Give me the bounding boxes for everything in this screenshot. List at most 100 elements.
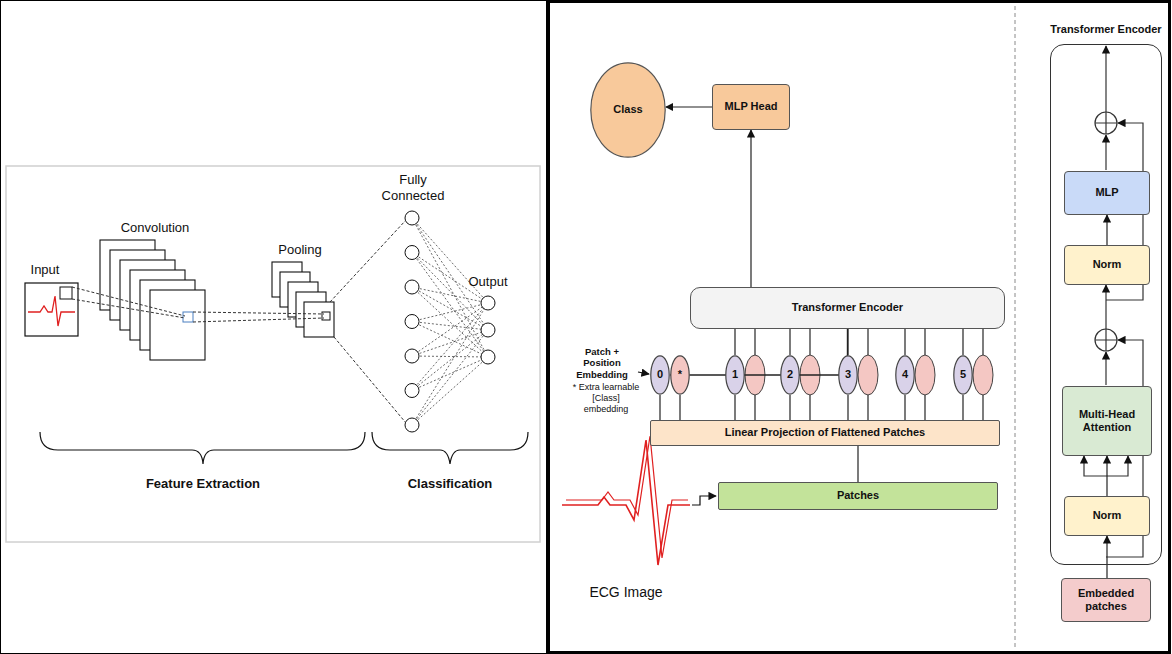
neuron <box>405 280 419 294</box>
patch-embedding: 5 <box>953 355 973 395</box>
position-embedding <box>973 355 993 395</box>
footnote: * Extra learnable [Class] embedding <box>570 382 642 414</box>
receptive-field <box>60 287 72 299</box>
node-text: 4 <box>902 368 908 381</box>
dashed-link <box>72 299 185 318</box>
input-arrow <box>692 496 716 505</box>
connector <box>962 395 963 420</box>
ellipse-fill <box>954 356 972 394</box>
layer-label: Input <box>15 262 75 278</box>
neuron <box>405 418 419 432</box>
dense-link <box>412 303 488 356</box>
dense-link <box>412 218 488 303</box>
dense-link <box>412 218 488 357</box>
dashed-link <box>193 312 324 314</box>
attention-input <box>1106 456 1128 476</box>
ellipse-fill <box>781 356 799 394</box>
encoder-box: Transformer Encoder <box>690 287 1005 329</box>
dashed-link <box>193 318 324 322</box>
node-text: 1 <box>732 368 738 381</box>
add-symbol <box>1095 112 1117 134</box>
class-ellipse: Class <box>590 62 666 158</box>
flow-arrow <box>1105 46 1106 112</box>
dense-link <box>412 357 488 425</box>
connector <box>847 329 848 355</box>
patch-embedding: 0 <box>650 355 670 395</box>
ellipse-outline <box>650 355 670 395</box>
right-panel <box>549 2 1170 653</box>
ecg-wave <box>566 436 688 558</box>
feature-patch <box>183 312 193 322</box>
dense-link <box>412 218 488 330</box>
ellipse-outline <box>670 355 690 395</box>
dense-link <box>412 253 488 358</box>
feature-map <box>150 290 205 360</box>
node-text: 2 <box>787 368 793 381</box>
dense-link <box>412 303 488 425</box>
residual-line <box>1106 123 1143 300</box>
dashed-link <box>330 220 406 302</box>
ellipse-outline <box>780 355 800 395</box>
ellipse-fill <box>671 356 689 394</box>
node-text: Multi-Head Attention <box>1063 408 1151 434</box>
input-image <box>25 283 78 336</box>
ellipse-outline <box>895 355 915 395</box>
patches-box: Patches <box>718 482 998 510</box>
dense-link <box>412 287 488 330</box>
norm-box: Norm <box>1064 496 1150 536</box>
connector <box>750 130 751 287</box>
connector <box>904 329 905 355</box>
class-embedding: * <box>670 355 690 395</box>
node-text: MLP Head <box>721 100 782 113</box>
ellipse-outline <box>725 355 745 395</box>
node-text: 5 <box>960 368 966 381</box>
connector <box>679 395 680 420</box>
node-text: Transformer Encoder <box>788 301 907 314</box>
layer-label: Fully Connected <box>373 172 453 203</box>
norm-box: Norm <box>1064 245 1150 285</box>
attention-input <box>1084 456 1106 476</box>
ellipse-outline <box>953 355 973 395</box>
connector <box>857 446 858 482</box>
patch-embedding: 1 <box>725 355 745 395</box>
connector <box>1106 456 1107 496</box>
block-heading: Transformer Encoder <box>1046 23 1165 36</box>
flow-arrow <box>1105 352 1106 385</box>
mlp-head-box: MLP Head <box>712 84 790 130</box>
connector <box>1106 215 1107 245</box>
dense-link <box>412 287 488 303</box>
add-symbol <box>1095 329 1117 351</box>
ecg-wave <box>562 440 690 565</box>
output-neuron <box>481 323 495 337</box>
connector <box>734 329 735 355</box>
connector <box>666 106 712 107</box>
neuron <box>405 211 419 225</box>
stage-label: Feature Extraction <box>113 476 293 492</box>
embedded-patches-box: Embedded patches <box>1061 578 1151 622</box>
dense-link <box>412 330 488 391</box>
node-text: 3 <box>845 368 851 381</box>
patch-embedding: 2 <box>780 355 800 395</box>
figure-frame <box>6 166 540 542</box>
node-text: Norm <box>1089 258 1126 271</box>
connector <box>789 329 790 355</box>
add-symbol <box>1095 329 1117 351</box>
ellipse-fill <box>591 63 665 157</box>
pooled-map <box>304 302 334 337</box>
position-embedding <box>858 355 878 395</box>
output-neuron <box>481 296 495 310</box>
add-symbol <box>1095 112 1117 134</box>
node-text: MLP <box>1091 186 1122 199</box>
mlp-box: MLP <box>1064 171 1150 215</box>
node-text: Patches <box>833 489 883 502</box>
node-text: 0 <box>657 368 663 381</box>
dense-link <box>412 356 488 357</box>
encoder-block: MLPNormMulti-Head AttentionNormTransform… <box>1050 44 1162 565</box>
patch-embedding: 3 <box>838 355 858 395</box>
convolution-maps <box>100 240 205 360</box>
stage-label: Classification <box>380 476 520 492</box>
dense-link <box>412 330 488 425</box>
connector <box>1106 536 1107 578</box>
ellipse-fill <box>726 356 744 394</box>
